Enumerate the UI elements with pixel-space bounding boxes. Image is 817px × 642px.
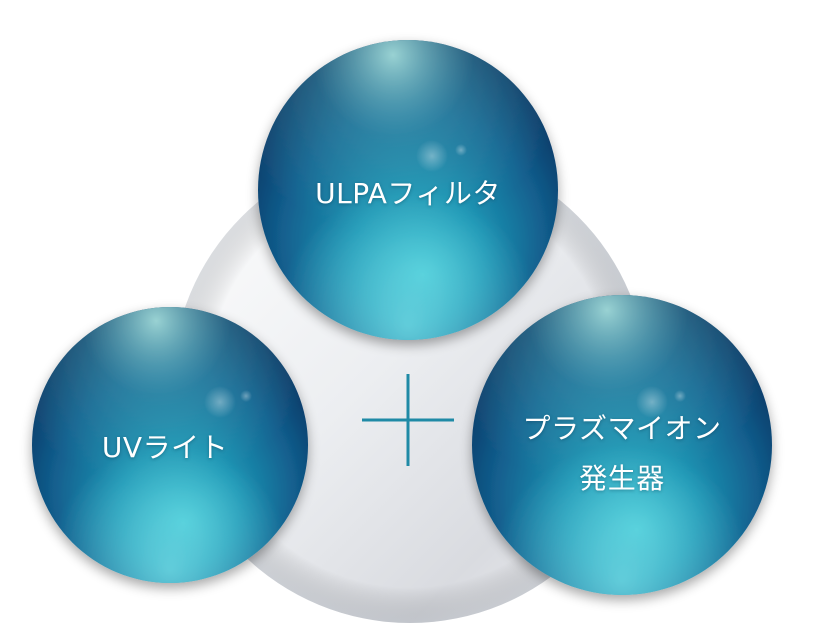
sphere-top-label: ULPAフィルタ xyxy=(315,177,501,210)
sphere-right-label: プラズマイオン 発生器 xyxy=(492,404,752,504)
plus-connector xyxy=(362,374,454,466)
sphere-right-label-line-1: プラズマイオン xyxy=(522,412,722,445)
sphere-left-label: UVライト xyxy=(101,431,229,464)
sphere-right-label-line-2: 発生器 xyxy=(579,462,665,495)
sphere-left xyxy=(32,307,308,583)
sphere-top xyxy=(258,40,558,340)
sphere-right xyxy=(472,295,772,595)
